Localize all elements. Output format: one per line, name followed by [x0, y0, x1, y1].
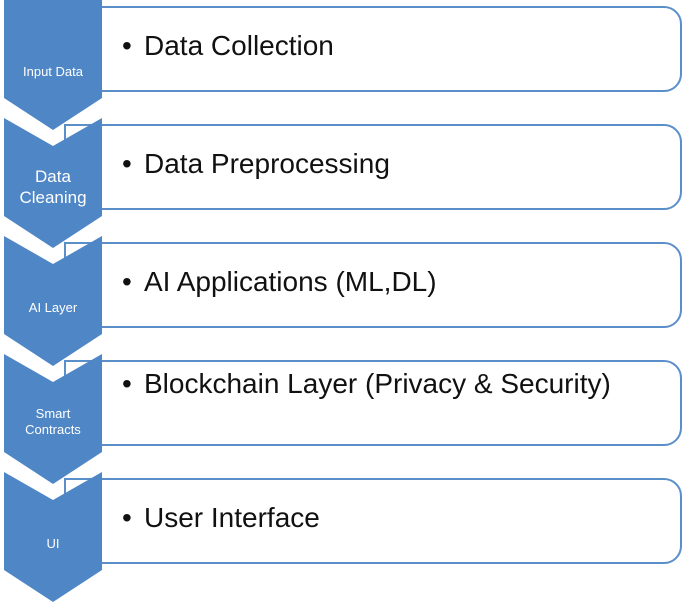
stage-content-text: Data Preprocessing: [144, 148, 390, 179]
stage-data-cleaning: • Data Preprocessing Data Cleaning: [0, 118, 685, 248]
chevron-shape-icon: [4, 118, 102, 248]
bullet-icon: •: [122, 502, 132, 533]
bullet-icon: •: [122, 266, 132, 297]
chevron-arrow: Input Data: [4, 0, 102, 140]
stage-bullet-row: • User Interface: [122, 500, 664, 536]
chevron-shape-icon: [4, 0, 102, 130]
stage-content-box: • AI Applications (ML,DL): [64, 242, 682, 328]
stage-label: UI: [46, 536, 60, 551]
chevron-shape-icon: [4, 236, 102, 366]
stage-content-box: • User Interface: [64, 478, 682, 564]
stage-label: Input Data: [23, 64, 83, 79]
stage-smart-contracts: • Blockchain Layer (Privacy & Security) …: [0, 354, 685, 484]
bullet-icon: •: [122, 148, 132, 179]
stage-bullet-row: • Data Preprocessing: [122, 146, 664, 182]
stage-ai-layer: • AI Applications (ML,DL) AI Layer: [0, 236, 685, 366]
stage-label: AI Layer: [28, 300, 78, 315]
stage-label: Data Cleaning: [19, 167, 87, 208]
stage-label: Smart Contracts: [25, 406, 81, 438]
stage-content-box: • Data Collection: [64, 6, 682, 92]
chevron-arrow: UI: [4, 472, 102, 612]
stage-bullet-row: • AI Applications (ML,DL): [122, 264, 664, 300]
stage-content-box: • Data Preprocessing: [64, 124, 682, 210]
chevron-shape-icon: [4, 354, 102, 484]
stage-content-text: Blockchain Layer (Privacy & Security): [144, 368, 611, 399]
stage-bullet-row: • Data Collection: [122, 28, 664, 64]
stage-bullet-row: • Blockchain Layer (Privacy & Security): [122, 366, 664, 402]
stage-content-text: User Interface: [144, 502, 320, 533]
chevron-arrow: AI Layer: [4, 236, 102, 376]
stage-ui: • User Interface UI: [0, 472, 685, 602]
stage-content-box: • Blockchain Layer (Privacy & Security): [64, 360, 682, 446]
chevron-shape-icon: [4, 472, 102, 602]
stage-content-text: AI Applications (ML,DL): [144, 266, 437, 297]
stage-content-text: Data Collection: [144, 30, 334, 61]
bullet-icon: •: [122, 368, 132, 399]
chevron-arrow: Smart Contracts: [4, 354, 102, 494]
bullet-icon: •: [122, 30, 132, 61]
stage-input-data: • Data Collection Input Data: [0, 0, 685, 130]
chevron-arrow: Data Cleaning: [4, 118, 102, 258]
